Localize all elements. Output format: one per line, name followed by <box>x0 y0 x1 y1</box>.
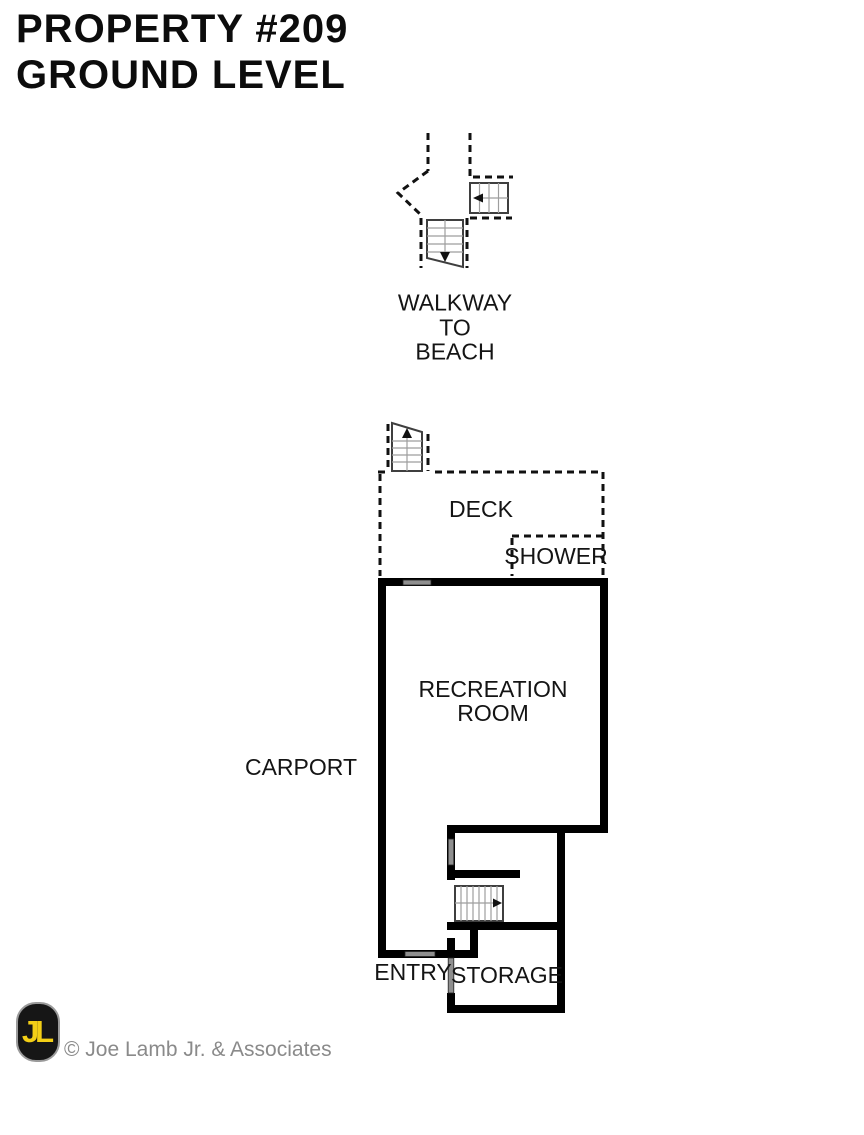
walkway-label: WALKWAY TO BEACH <box>397 289 513 365</box>
storage-label: STORAGE <box>450 961 564 988</box>
storage-door <box>447 957 455 994</box>
walkway-dashed-outline <box>395 133 513 268</box>
recreation-bottom-wall <box>447 825 608 833</box>
storage-left-wall-upper <box>447 938 455 958</box>
recreation-right-wall <box>600 578 608 833</box>
walls <box>378 578 608 1013</box>
recreation-room-label: RECREATION ROOM <box>418 676 568 726</box>
walkway-lower-stairs-icon <box>426 219 464 269</box>
left-exterior-wall <box>378 578 386 958</box>
joe-lamb-logo: JL <box>16 1002 60 1062</box>
stair-arrow-down-icon <box>440 252 450 262</box>
walkway-upper-stairs-icon <box>469 182 509 214</box>
stair-arrow-left-icon <box>473 193 483 203</box>
entry-right-wall <box>470 922 478 958</box>
recreation-window <box>402 579 432 586</box>
deck-stairs-icon <box>391 421 423 472</box>
deck-shower-dashed-outline <box>378 424 605 576</box>
recreation-top-wall <box>378 578 608 586</box>
carport-label: CARPORT <box>244 753 358 780</box>
stair-landing-wall <box>447 870 520 878</box>
stair-arrow-up-icon <box>402 428 412 438</box>
storage-left-wall-lower <box>447 993 455 1013</box>
deck-label: DECK <box>449 495 513 522</box>
stair-arrow-right-icon <box>493 898 502 908</box>
copyright-text: © Joe Lamb Jr. & Associates <box>64 1038 332 1061</box>
page-title-line1: PROPERTY #209 <box>16 7 349 51</box>
page-title: PROPERTY #209 GROUND LEVEL <box>16 6 348 98</box>
storage-bottom-wall <box>447 1005 565 1013</box>
interior-stairs-icon <box>454 885 504 922</box>
storage-right-wall <box>557 825 565 1013</box>
entry-label: ENTRY <box>374 958 452 985</box>
logo-letters: JL <box>21 1014 54 1049</box>
entry-door <box>404 951 436 957</box>
doors-and-windows <box>402 579 455 994</box>
page-title-line2: GROUND LEVEL <box>16 53 346 97</box>
shower-label: SHOWER <box>504 542 608 569</box>
stairwell-door <box>447 838 455 866</box>
storage-top-wall <box>447 922 565 930</box>
